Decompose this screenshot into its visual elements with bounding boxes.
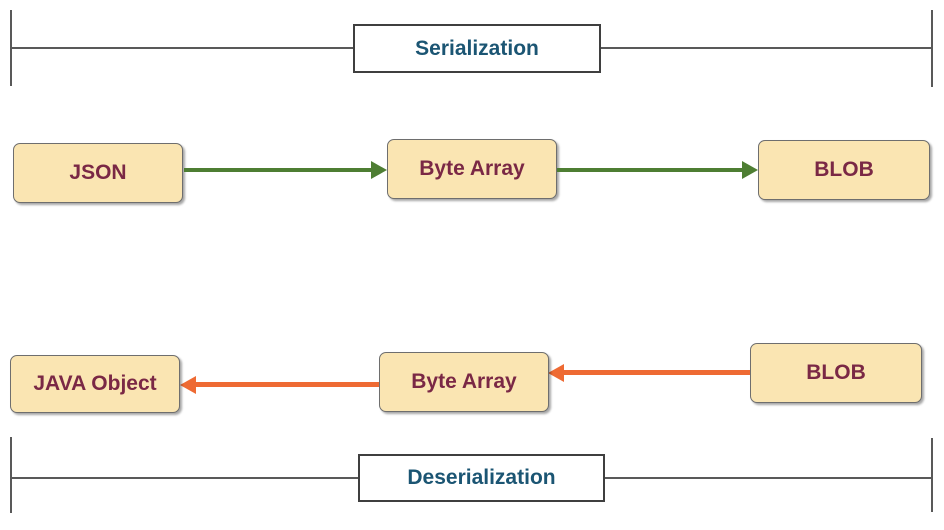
json-node: JSON	[13, 143, 183, 203]
arrow-bytearray-to-javaobject	[196, 382, 379, 387]
deserialization-bracket-left-line	[10, 477, 358, 479]
java-object-node-label: JAVA Object	[33, 372, 157, 395]
arrow-left-icon	[548, 364, 564, 382]
arrow-right-icon	[742, 161, 758, 179]
deserialization-title-box: Deserialization	[358, 454, 605, 502]
json-node-label: JSON	[69, 161, 127, 184]
arrow-json-to-bytearray	[184, 168, 372, 172]
serialization-title-label: Serialization	[415, 36, 539, 60]
arrow-bytearray-to-blob	[557, 168, 743, 172]
deserialization-blob-node: BLOB	[750, 343, 922, 403]
deserialization-bracket-right-tick	[931, 438, 933, 512]
arrow-left-icon	[180, 376, 196, 394]
serialization-bytearray-label: Byte Array	[419, 157, 525, 180]
deserialization-bytearray-label: Byte Array	[411, 370, 517, 393]
arrow-blob-to-bytearray	[564, 370, 750, 375]
arrow-right-icon	[371, 161, 387, 179]
java-object-node: JAVA Object	[10, 355, 180, 413]
deserialization-blob-label: BLOB	[806, 361, 866, 384]
serialization-bracket-right-line	[601, 47, 932, 49]
deserialization-bracket-left-tick	[10, 437, 12, 513]
serialization-bracket-left-line	[10, 47, 353, 49]
deserialization-title-label: Deserialization	[407, 466, 556, 489]
serialization-bytearray-node: Byte Array	[387, 139, 557, 199]
serialization-blob-label: BLOB	[814, 158, 874, 181]
serialization-bracket-right-tick	[931, 10, 933, 87]
deserialization-bracket-right-line	[605, 477, 932, 479]
deserialization-bytearray-node: Byte Array	[379, 352, 549, 412]
serialization-title-box: Serialization	[353, 24, 601, 73]
serialization-blob-node: BLOB	[758, 140, 930, 200]
